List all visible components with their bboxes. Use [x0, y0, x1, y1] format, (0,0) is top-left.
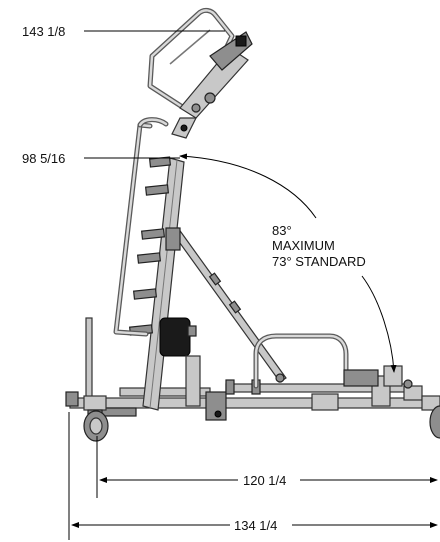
angle-max-value: 83° [272, 223, 292, 238]
operator-seat [159, 317, 201, 407]
diagonal-strut [165, 227, 287, 383]
top-platform-guardrail [147, 7, 235, 111]
front-caster-wheel [421, 395, 440, 439]
machine-illustration [65, 7, 440, 442]
angle-max-label: MAXIMUM [272, 238, 335, 253]
wheelbase-dimension [96, 436, 438, 498]
tilt-angle-arc [179, 153, 317, 219]
top-height-label: 143 1/8 [22, 24, 65, 39]
rail-height-label: 98 5/16 [22, 151, 65, 166]
ladder-steps [128, 156, 172, 336]
wheelbase-label: 120 1/4 [243, 473, 286, 488]
mid-frame-hoop [253, 333, 349, 389]
rear-caster-wheel [83, 395, 109, 442]
overall-length-label: 134 1/4 [234, 518, 277, 533]
top-platform [171, 31, 253, 139]
overall-length-dimension [68, 412, 438, 540]
angle-note-leader [361, 275, 397, 373]
angle-standard-label: 73° STANDARD [272, 254, 366, 269]
ladder-handrail [113, 117, 169, 337]
ladder-main-rail [142, 157, 185, 411]
rear-post [85, 317, 93, 401]
chassis-frame [65, 375, 437, 421]
front-equipment [343, 365, 413, 389]
